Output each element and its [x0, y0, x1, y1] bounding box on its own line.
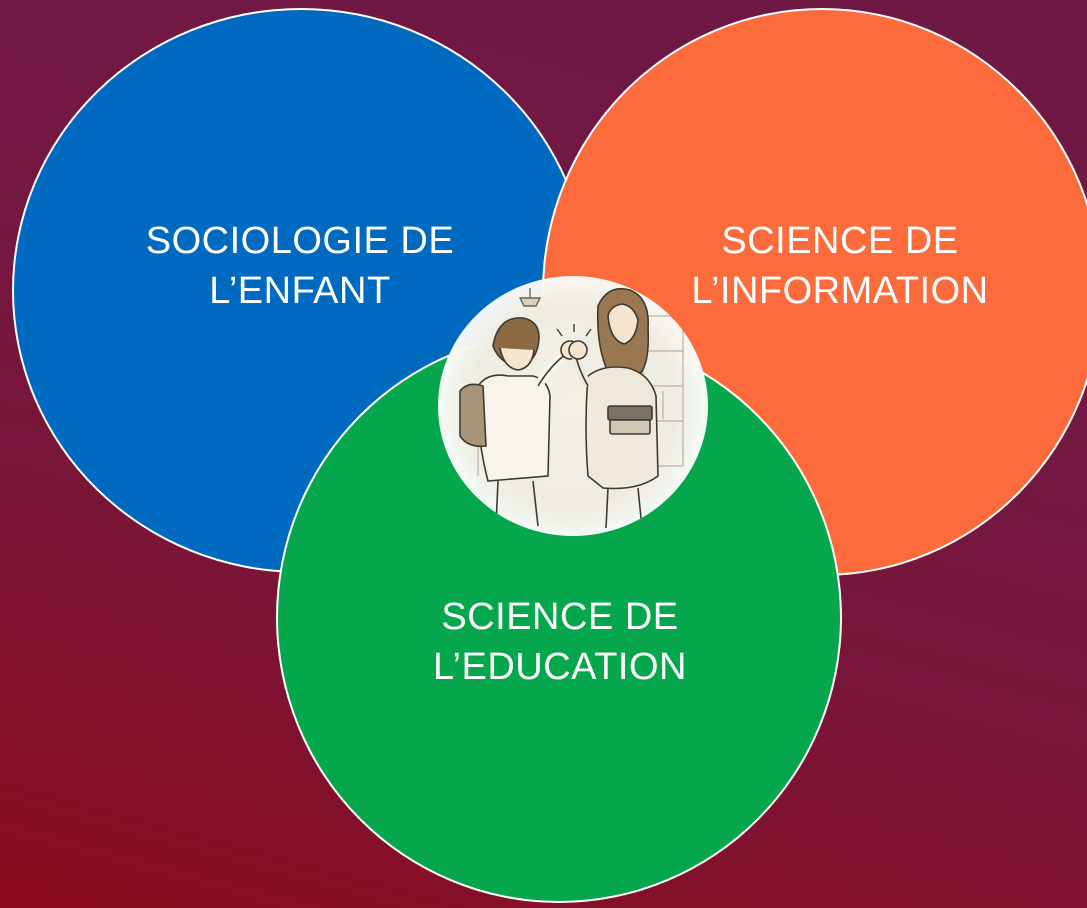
label-line-1: SCIENCE DE	[721, 220, 959, 262]
center-illustration	[438, 276, 708, 536]
label-science-education: SCIENCE DE L’EDUCATION	[330, 592, 790, 692]
label-line-1: SOCIOLOGIE DE	[145, 220, 455, 262]
label-science-information: SCIENCE DE L’INFORMATION	[610, 216, 1070, 316]
spark-icon	[556, 324, 592, 337]
label-line-2: L’ENFANT	[209, 270, 391, 312]
teacher-figure	[568, 287, 659, 529]
label-line-2: L’INFORMATION	[691, 270, 989, 312]
label-line-1: SCIENCE DE	[441, 596, 679, 638]
label-sociologie-enfant: SOCIOLOGIE DE L’ENFANT	[70, 216, 530, 316]
label-line-2: L’EDUCATION	[433, 646, 687, 688]
lamp-icon	[518, 288, 542, 307]
student-teacher-illustration	[459, 287, 684, 529]
student-figure	[459, 317, 580, 527]
